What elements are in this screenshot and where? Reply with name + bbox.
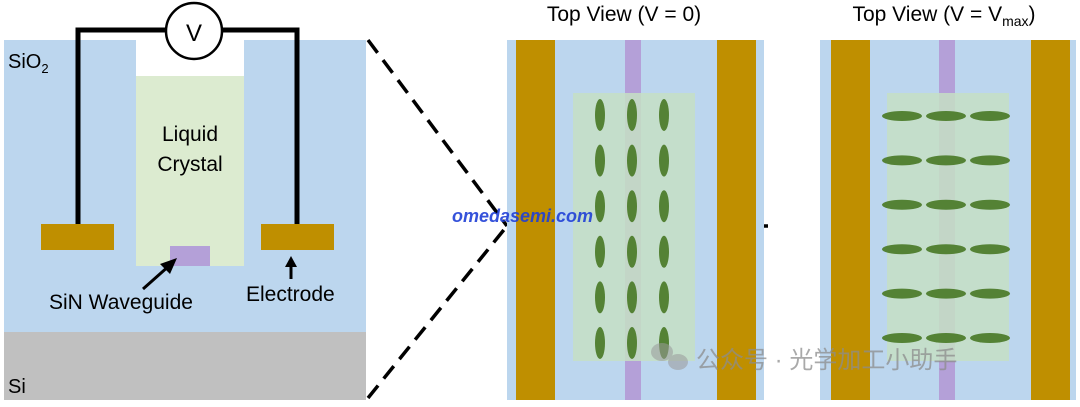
top-view-max-molecule <box>926 333 966 343</box>
top-view-zero-molecule <box>659 235 669 268</box>
top-view-zero-panel: Top View (V = 0) <box>507 3 764 400</box>
liquid-crystal-region <box>136 76 244 266</box>
top-view-max-left-electrode <box>831 40 870 400</box>
top-view-zero-left-electrode <box>516 40 555 400</box>
voltmeter-label: V <box>186 20 202 47</box>
wechat-watermark-text: 公众号 · 光学加工小助手 <box>696 347 957 374</box>
top-view-max-molecule <box>882 244 922 255</box>
top-view-max-molecule <box>882 111 922 121</box>
top-view-max-molecule <box>882 333 922 343</box>
wechat-icon <box>651 343 688 370</box>
waveguide-label: SiN Waveguide <box>49 291 193 314</box>
top-view-max-molecule <box>926 199 966 210</box>
si-substrate <box>4 332 366 400</box>
waveguide-arrow-head <box>160 258 177 274</box>
top-view-max-molecule <box>926 155 966 166</box>
right-electrode <box>261 224 334 250</box>
top-view-zero-molecule <box>595 144 605 177</box>
top-view-max-molecule <box>970 288 1010 299</box>
voltmeter-circle <box>164 1 224 61</box>
top-view-zero-molecule <box>595 99 605 131</box>
top-view-zero-molecule <box>595 190 605 223</box>
top-view-zero-molecule <box>595 327 605 359</box>
top-view-zero-molecule <box>659 190 669 223</box>
top-view-max-molecule <box>970 244 1010 255</box>
cross-section-panel: V SiO2 Liquid Crystal SiN Waveguide Elec… <box>4 1 366 400</box>
sio2-label: SiO2 <box>8 51 49 76</box>
top-view-max-molecule <box>882 155 922 166</box>
si-label: Si <box>8 376 26 398</box>
electrode-label: Electrode <box>246 283 335 306</box>
electrode-arrow-head <box>285 256 297 267</box>
top-view-zero-molecule <box>627 190 637 223</box>
liquid-crystal-label-line1: Liquid <box>162 123 218 146</box>
top-view-max-molecule <box>882 199 922 210</box>
right-wire <box>223 27 300 224</box>
top-view-max-molecule <box>970 199 1010 210</box>
top-view-zero-molecule <box>627 144 637 177</box>
top-view-max-right-electrode <box>1031 40 1070 400</box>
top-view-zero-molecule <box>659 99 669 131</box>
top-view-max-molecules <box>882 111 1010 343</box>
liquid-crystal-label-line2: Crystal <box>157 153 222 176</box>
top-view-max-title: Top View (V = Vmax) <box>852 3 1035 29</box>
top-view-max-molecule <box>970 111 1010 121</box>
top-view-zero-molecule <box>627 281 637 314</box>
top-view-max-molecule <box>970 333 1010 343</box>
wechat-watermark: 公众号 · 光学加工小助手 <box>651 343 957 374</box>
left-wire <box>75 27 165 224</box>
top-view-zero-molecule <box>595 281 605 314</box>
top-view-max-molecule <box>926 111 966 121</box>
top-view-max-lc-region <box>887 93 1009 361</box>
site-watermark: omedasemi.com <box>452 206 593 226</box>
top-view-zero-molecule <box>627 235 637 268</box>
top-view-max-molecule <box>926 244 966 255</box>
top-view-zero-molecule <box>627 99 637 131</box>
zoom-guide-lower <box>366 224 509 400</box>
left-electrode <box>41 224 114 250</box>
top-view-max-molecule <box>882 288 922 299</box>
top-view-max-molecule <box>926 288 966 299</box>
zoom-guide-upper <box>366 38 509 228</box>
top-view-zero-molecule <box>659 144 669 177</box>
top-view-zero-right-electrode <box>717 40 756 400</box>
top-view-zero-molecules <box>595 99 669 359</box>
top-view-zero-molecule <box>627 327 637 359</box>
sin-waveguide <box>170 246 210 266</box>
top-view-max-molecule <box>970 155 1010 166</box>
top-view-zero-molecule <box>659 281 669 314</box>
top-view-max-panel: Top View (V = Vmax) <box>820 3 1076 400</box>
top-view-zero-lc-region <box>573 93 695 361</box>
top-view-zero-molecule <box>595 235 605 268</box>
top-view-zero-title: Top View (V = 0) <box>547 3 701 26</box>
